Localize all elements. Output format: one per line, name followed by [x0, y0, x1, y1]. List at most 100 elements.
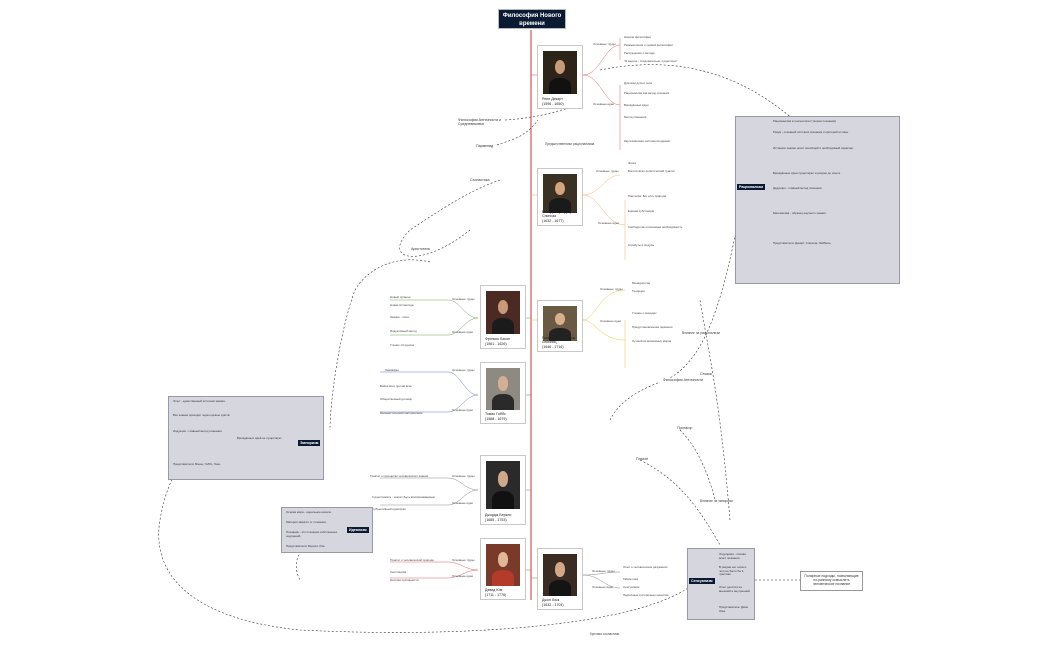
leibniz-note: Теодицея: [632, 289, 645, 293]
hume-note: Скептицизм: [390, 570, 407, 574]
berkeley-note: Трактат о принципах человеческого знания: [370, 474, 429, 478]
descartes-notes-works-head: Основные труды: [593, 42, 616, 46]
hume-image: [486, 544, 520, 586]
rationalism-line: Математика - образец научного знания.: [773, 211, 827, 215]
descartes-branch: [582, 38, 621, 150]
relation-sensualism: [699, 299, 731, 521]
bacon-notes-works-head: Основные труды: [452, 297, 475, 301]
bacon-note: Учение об идолах: [390, 343, 415, 347]
berkeley-name: Джордж Беркли: [485, 513, 512, 518]
descartes-note: Размышления о первой философии: [624, 43, 673, 47]
berkeley-note: Субъективный идеализм: [372, 507, 406, 511]
hume-notes-ideas-head: Основные идеи: [452, 574, 474, 578]
relation-protagoras: [679, 429, 716, 501]
idealism-tag: Идеализм: [347, 527, 369, 533]
portrait-hobbes: Томас Гоббс (1588 - 1679): [480, 362, 526, 424]
conclusion-box: Полярные подходы, позволяющие по-разному…: [800, 571, 863, 591]
descartes-years: (1596 - 1650): [542, 101, 564, 106]
portrait-spinoza: Бенедикт (Барух) Спиноза (1632 - 1677): [537, 168, 583, 226]
empiricism-tag: Эмпиризм: [298, 440, 321, 446]
connector-caption: Влияние на эмпиризм: [700, 499, 733, 503]
hobbes-name: Томас Гоббс: [485, 412, 506, 417]
idealism-panel: Основа мира - идеальное начало. Материя …: [281, 507, 373, 553]
empiricism-line: Врождённых идей не существует.: [237, 436, 283, 440]
spinoza-image: [543, 174, 577, 214]
bacon-note: Индуктивный метод: [390, 329, 417, 333]
page-title: Философия Нового времени: [498, 9, 566, 29]
connector-caption: Критика схоластики: [590, 632, 620, 636]
external-platonism: Философия Античности и Средневековья: [458, 118, 501, 127]
bacon-note: Новая Атлантида: [390, 303, 414, 307]
leibniz-notes-works-head: Основные труды: [600, 287, 623, 291]
berkeley-branch: [380, 477, 479, 506]
external-stoics: Стоики: [700, 372, 712, 376]
descartes-note: Картезианская система координат: [624, 139, 671, 143]
descartes-note: Рационализм как метод познания: [624, 91, 670, 95]
portrait-hume: Дэвид Юм (1711 - 1776): [480, 538, 526, 600]
empiricism-panel: Опыт - единственный источник знания. Все…: [168, 396, 324, 480]
portrait-descartes: Рене Декарт (1596 - 1650): [537, 45, 583, 109]
descartes-name: Рене Декарт: [542, 97, 563, 102]
leibniz-caption: Готфрид Вильгельм Лейбниц (1646 - 1716): [542, 336, 582, 349]
rationalism-line: Истинное знание носит всеобщий и необход…: [773, 146, 854, 150]
berkeley-notes-works-head: Основные труды: [452, 474, 475, 478]
hume-notes-works-head: Основные труды: [452, 558, 475, 562]
sensualism-line: Опыт делится на внешний и внутренний.: [719, 585, 751, 593]
spinoza-notes-ideas-head: Основные идеи: [598, 221, 620, 225]
hobbes-years: (1588 - 1679): [485, 416, 507, 421]
rationalism-line: Врождённые идеи существуют в разуме до о…: [773, 171, 841, 175]
empiricism-line: Индукция - главный метод познания.: [173, 429, 223, 433]
leibniz-notes-ideas-head: Основные идеи: [600, 319, 622, 323]
bacon-note: Новый органон: [390, 295, 411, 299]
hobbes-note: Общественный договор: [380, 397, 413, 401]
sensualism-line: Представитель: Джон Локк.: [719, 605, 749, 613]
locke-notes-ideas-head: Основные идеи: [592, 585, 614, 589]
locke-note: Tabula rasa: [623, 577, 638, 581]
connector-caption: Предшественники рационализма: [545, 142, 595, 146]
descartes-note: Метод сомнения: [624, 115, 647, 119]
berkeley-image: [486, 461, 520, 509]
hobbes-caption: Томас Гоббс (1588 - 1679): [485, 412, 507, 421]
sensualism-line: В разуме нет ничего, чего не было бы в ч…: [719, 565, 747, 576]
spinoza-name: Бенедикт (Барух) Спиноза: [542, 210, 571, 219]
relation-parmenides: [496, 119, 539, 146]
hume-name: Дэвид Юм: [485, 588, 503, 593]
bacon-note: Знание - сила: [390, 315, 409, 319]
relation-rationalism-leibniz: [669, 209, 741, 379]
spinoza-note: Атрибуты и модусы: [628, 243, 655, 247]
berkeley-caption: Джордж Беркли (1685 - 1753): [485, 513, 511, 522]
hobbes-note: Механистический материализм: [380, 411, 423, 415]
relation-platonism: [504, 104, 581, 121]
locke-branch: [582, 571, 621, 589]
spinoza-note: Свобода как осознанная необходимость: [628, 225, 683, 229]
descartes-note: Дуализм духа и тела: [624, 81, 652, 85]
hume-caption: Дэвид Юм (1711 - 1776): [485, 588, 506, 597]
empiricism-line: Опыт - единственный источник знания.: [173, 399, 226, 403]
berkeley-years: (1685 - 1753): [485, 517, 507, 522]
empiricism-line: Все знания приходят через органы чувств.: [173, 413, 231, 417]
leibniz-note: Лучший из возможных миров: [632, 339, 672, 343]
bacon-name: Фрэнсис Бэкон: [485, 337, 510, 342]
spinoza-note: Единая субстанция: [628, 209, 655, 213]
descartes-caption: Рене Декарт (1596 - 1650): [542, 97, 564, 106]
spinoza-caption: Бенедикт (Барух) Спиноза (1632 - 1677): [542, 210, 582, 223]
idealism-line: Познание - это познание собственных ощущ…: [286, 530, 338, 538]
leibniz-years: (1646 - 1716): [542, 344, 564, 349]
portrait-berkeley: Джордж Беркли (1685 - 1753): [480, 455, 526, 525]
rationalism-line: Рационализм в гносеологии (теории познан…: [773, 119, 837, 123]
relation-descartes-rationalism: [599, 64, 801, 126]
locke-image: [543, 554, 577, 596]
hume-years: (1711 - 1776): [485, 592, 507, 597]
locke-years: (1632 - 1704): [542, 602, 564, 607]
bacon-notes-ideas-head: Основные идеи: [452, 330, 474, 334]
locke-caption: Джон Локк (1632 - 1704): [542, 598, 564, 607]
bacon-branch: [390, 299, 479, 336]
locke-name: Джон Локк: [542, 598, 560, 603]
bacon-years: (1561 - 1626): [485, 341, 507, 346]
berkeley-note: Существовать - значит быть воспринимаемы…: [372, 495, 435, 499]
sensualism-tag: Сенсуализм: [689, 578, 715, 584]
locke-note: Опыт о человеческом разумении: [623, 565, 668, 569]
sensualism-line: Ощущения - основа всего познания.: [719, 552, 746, 560]
rationalism-line: Разум - основной источник познания и кри…: [773, 130, 849, 134]
berkeley-notes-ideas-head: Основные идеи: [452, 501, 474, 505]
